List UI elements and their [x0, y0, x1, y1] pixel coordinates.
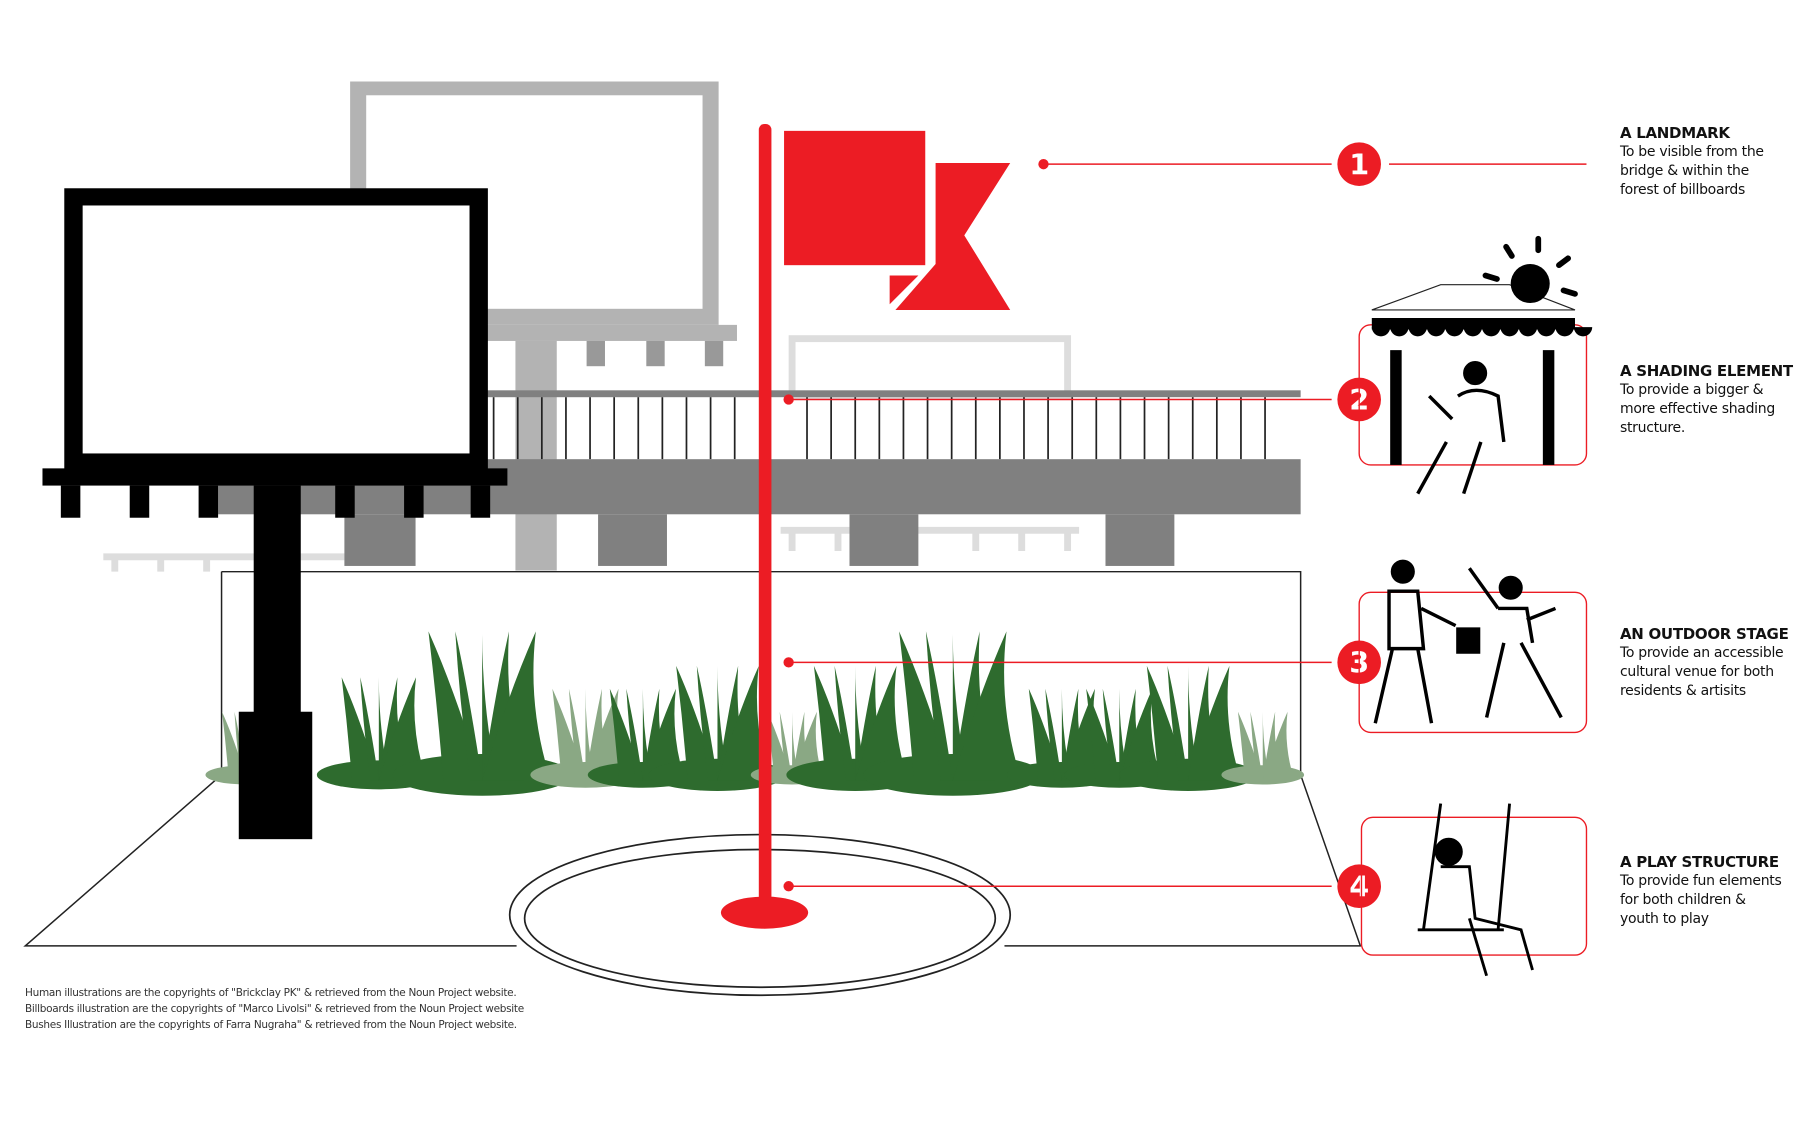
callout-title: AN OUTDOOR STAGE: [1620, 625, 1789, 643]
callout-number: 1: [1349, 147, 1369, 181]
callout-line: youth to play: [1620, 911, 1709, 927]
callout-line: bridge & within the: [1620, 163, 1749, 179]
callout-line: To be visible from the: [1620, 144, 1764, 160]
callout-marker-4: 4: [783, 864, 1381, 909]
back-billboard: [350, 81, 737, 571]
bushes: [205, 631, 1305, 796]
callout-line: structure.: [1620, 420, 1685, 436]
bush: [648, 665, 787, 791]
callout-play-structure: A PLAY STRUCTURE To provide fun elements…: [1620, 853, 1800, 929]
credit-line: Human illustrations are the copyrights o…: [25, 987, 517, 999]
bush: [863, 631, 1043, 796]
callout-title: A LANDMARK: [1620, 124, 1730, 142]
callout-marker-1: 1: [1038, 142, 1587, 186]
callout-number: 4: [1349, 870, 1369, 904]
callout-line: cultural venue for both: [1620, 664, 1774, 680]
credit-line: Bushes Illustration are the copyrights o…: [25, 1019, 517, 1031]
callout-outdoor-stage: AN OUTDOOR STAGE To provide an accessibl…: [1620, 625, 1800, 701]
outdoor-stage-vignette: [1358, 559, 1588, 734]
callout-line: forest of billboards: [1620, 182, 1746, 198]
callout-line: To provide a bigger &: [1620, 382, 1764, 398]
callout-line: To provide an accessible: [1620, 645, 1784, 661]
bush: [1119, 665, 1258, 791]
callout-line: residents & artisits: [1620, 683, 1746, 699]
callout-shading-element: A SHADING ELEMENT To provide a bigger & m…: [1620, 362, 1800, 438]
callout-line: for both children &: [1620, 892, 1746, 908]
shading-element-vignette: [1358, 235, 1593, 495]
person-sitting-icon: [1416, 361, 1506, 495]
callout-title: A PLAY STRUCTURE: [1620, 853, 1779, 871]
stage-wall: [23, 570, 1362, 947]
callout-marker-2: 2: [783, 377, 1381, 422]
performers-icon: [1373, 559, 1563, 724]
image-credits: Human illustrations are the copyrights o…: [25, 985, 524, 1033]
callout-marker-3: 3: [783, 640, 1381, 685]
landmark-flag: [720, 123, 1011, 929]
bush: [1221, 711, 1305, 785]
callout-line: more effective shading: [1620, 401, 1775, 417]
callout-line: To provide fun elements: [1620, 873, 1782, 889]
callout-landmark: A LANDMARK To be visible from the bridge …: [1620, 124, 1800, 200]
swing-icon: [1417, 803, 1534, 977]
front-billboard: [42, 188, 508, 840]
play-structure-vignette: [1360, 803, 1588, 977]
bush: [392, 631, 572, 796]
callout-title: A SHADING ELEMENT: [1620, 362, 1793, 380]
credit-line: Billboards illustration are the copyrigh…: [25, 1003, 524, 1015]
